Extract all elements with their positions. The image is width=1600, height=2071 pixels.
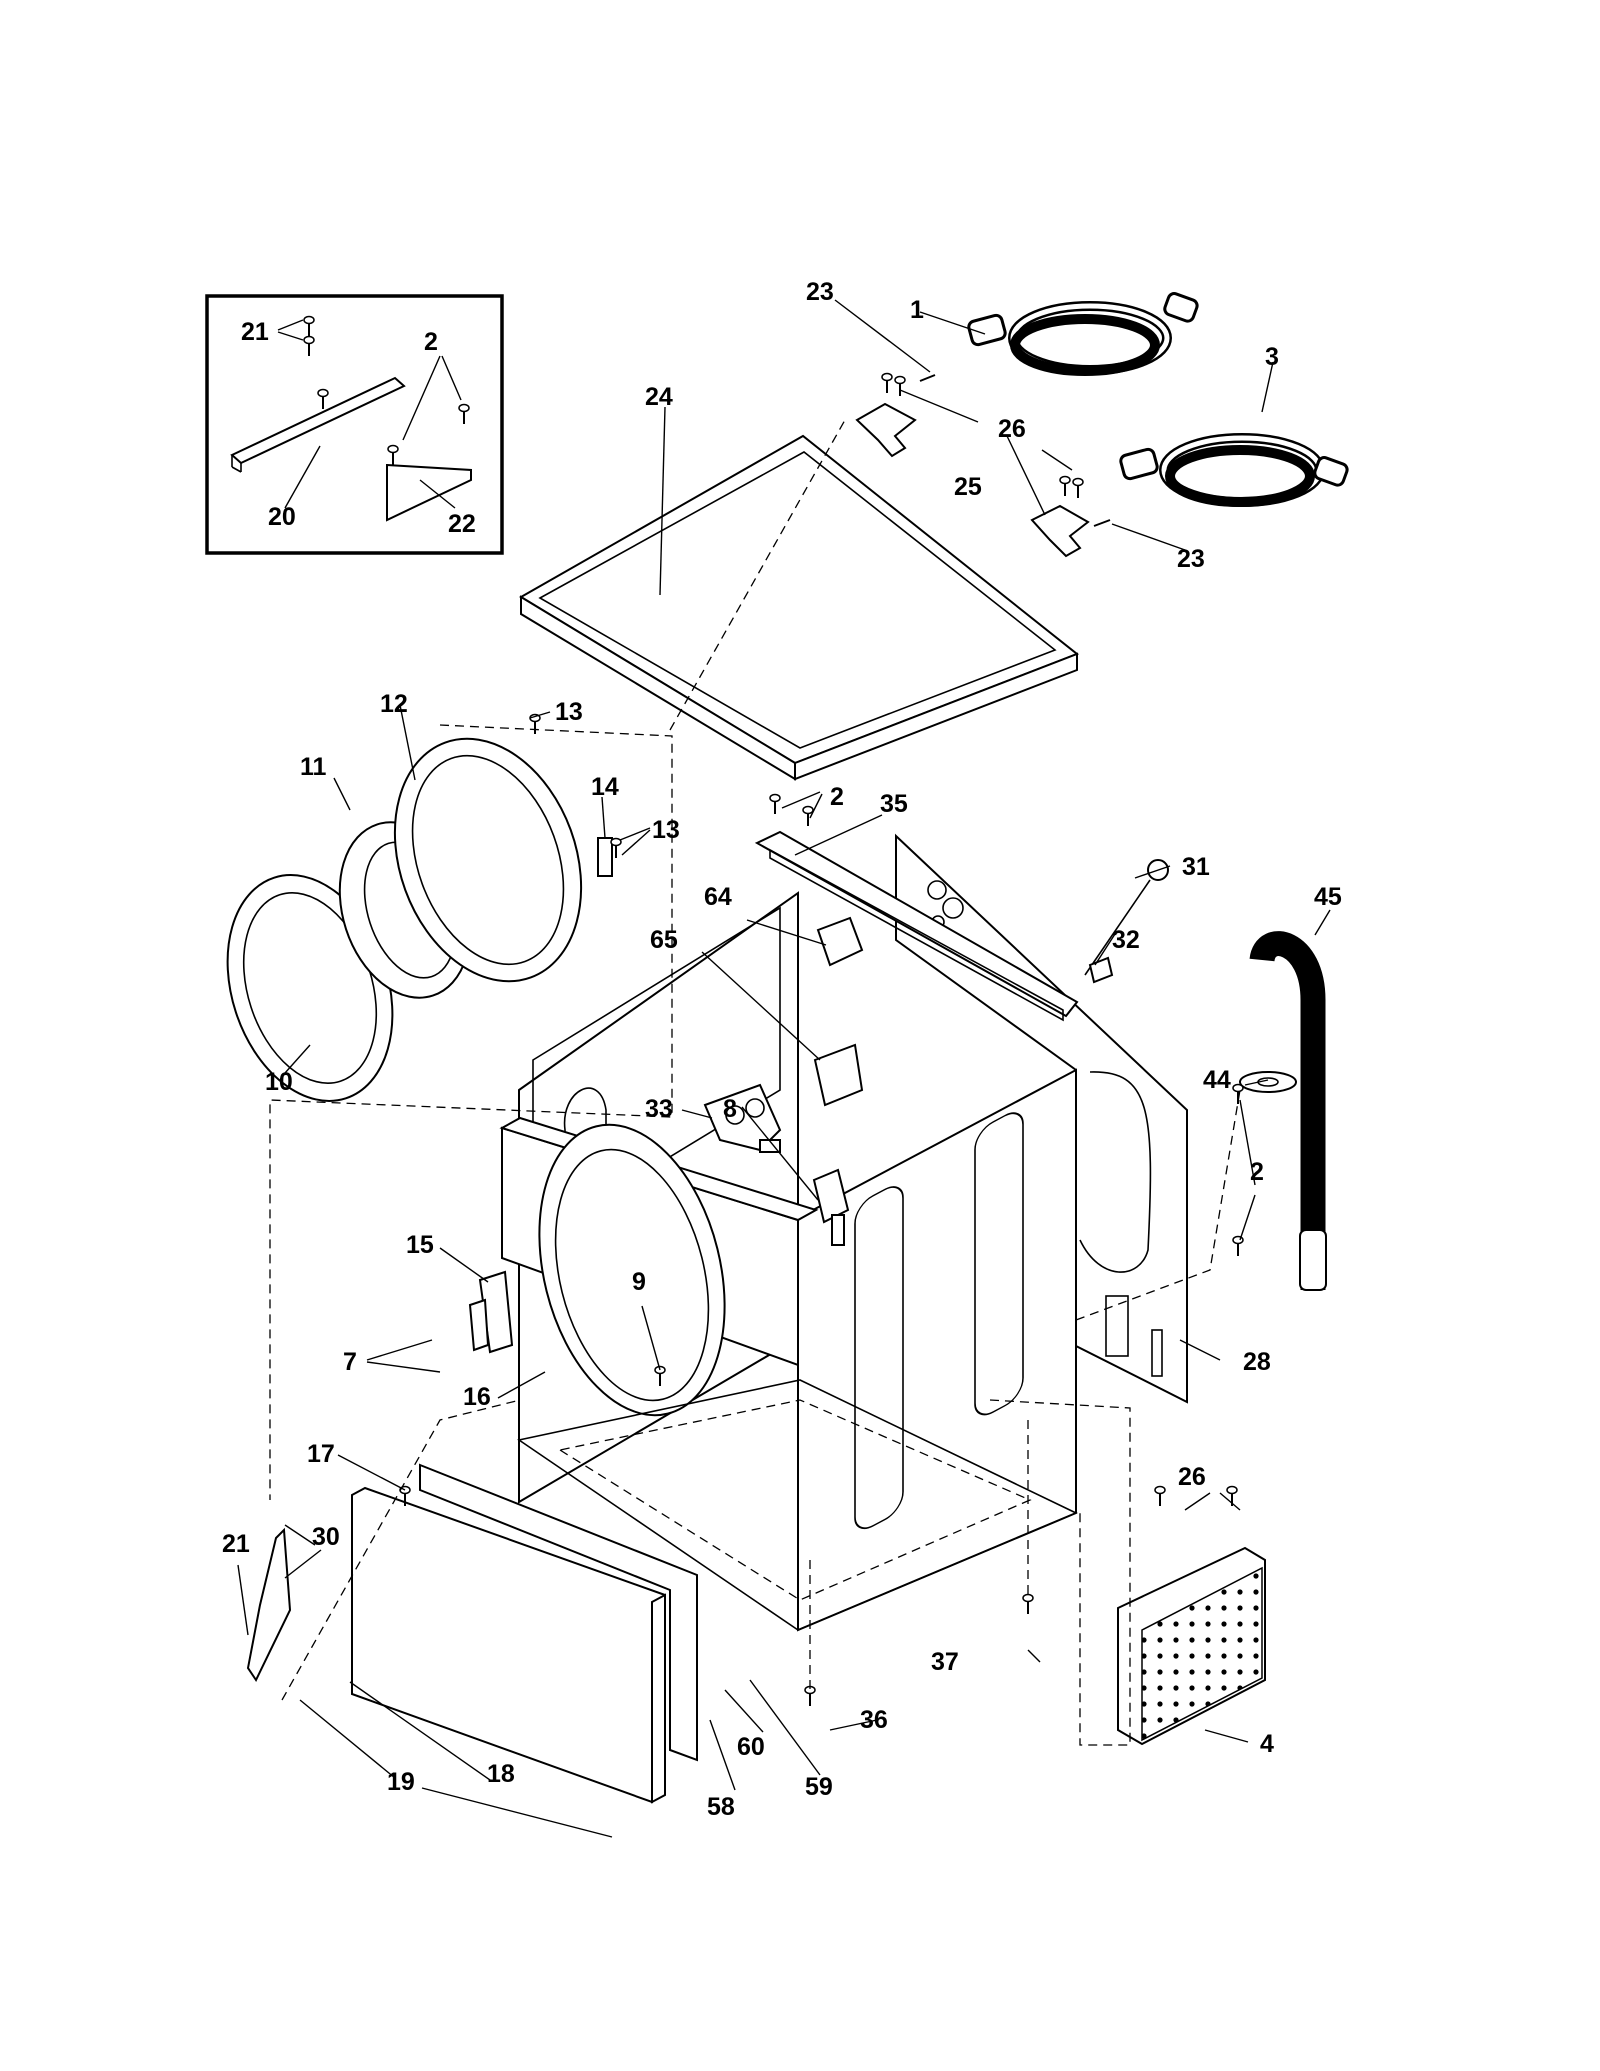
label-part-45: 45: [1314, 883, 1342, 911]
label-part-1: 1: [910, 296, 924, 324]
label-part-26: 26: [998, 415, 1026, 443]
label-part-36: 36: [860, 1706, 888, 1734]
label-part-30: 30: [312, 1523, 340, 1551]
inset-detail-box: [205, 294, 504, 555]
label-part-3: 3: [1265, 343, 1279, 371]
water-valve-33: [703, 1083, 782, 1153]
grommet-44: [1239, 1071, 1297, 1093]
inlet-hose-3: [1119, 433, 1349, 507]
switches: [812, 916, 864, 1246]
toe-kick-18: [351, 1486, 667, 1804]
label-part-13-b: 13: [652, 816, 680, 844]
label-part-4: 4: [1260, 1730, 1274, 1758]
label-part-37: 37: [931, 1648, 959, 1676]
dashed-guides: [269, 419, 1241, 1746]
label-part-8: 8: [723, 1095, 737, 1123]
part-labels: 1 2 2 2 3 4 7 8 9 10 11 12 13 13 14 15 1…: [222, 278, 1342, 1821]
top-panel-24: [519, 434, 1079, 781]
hinge-15: [468, 1270, 514, 1354]
label-part-23: 23: [806, 278, 834, 306]
power-cord-31: [1084, 859, 1169, 984]
label-part-60: 60: [737, 1733, 765, 1761]
label-part-19: 19: [387, 1768, 415, 1796]
label-part-7: 7: [343, 1348, 357, 1376]
label-part-26-b: 26: [1178, 1463, 1206, 1491]
label-part-15: 15: [406, 1231, 434, 1259]
label-part-2-frame: 2: [830, 783, 844, 811]
hinge-brackets-25: [855, 372, 1111, 558]
label-part-16: 16: [463, 1383, 491, 1411]
drain-hose-45: [1249, 931, 1327, 1291]
label-part-2-back: 2: [1250, 1158, 1264, 1186]
bracket-20: [230, 376, 406, 465]
bracket-30: [246, 1527, 292, 1683]
access-cover-4: [1117, 1546, 1266, 1746]
label-part-21: 21: [241, 318, 269, 346]
label-part-21-b: 21: [222, 1530, 250, 1558]
label-part-12: 12: [380, 690, 408, 718]
label-part-11: 11: [300, 753, 327, 781]
label-part-13: 13: [555, 698, 583, 726]
inlet-hose-1: [967, 292, 1199, 376]
label-part-35: 35: [880, 790, 908, 818]
label-part-31: 31: [1182, 853, 1210, 881]
frame-rail-35: [754, 830, 1079, 1018]
label-part-44: 44: [1203, 1066, 1231, 1094]
label-part-22: 22: [448, 510, 476, 538]
label-part-10: 10: [265, 1068, 293, 1096]
label-part-2: 2: [424, 328, 438, 356]
cabinet: [499, 830, 1188, 1632]
label-part-59: 59: [805, 1773, 833, 1801]
door-assembly: [226, 737, 613, 1102]
bracket-22: [386, 463, 472, 522]
label-part-28: 28: [1243, 1348, 1271, 1376]
label-part-32: 32: [1112, 926, 1140, 954]
label-part-58: 58: [707, 1793, 735, 1821]
label-part-23-b: 23: [1177, 545, 1205, 573]
label-part-9: 9: [632, 1268, 646, 1296]
label-part-24: 24: [645, 383, 673, 411]
label-part-20: 20: [268, 503, 296, 531]
leader-lines: [237, 299, 1331, 1838]
panel-58: [419, 1463, 698, 1762]
label-part-33: 33: [645, 1095, 673, 1123]
label-part-14: 14: [591, 773, 619, 801]
label-part-64: 64: [704, 883, 732, 911]
label-part-25: 25: [954, 473, 982, 501]
label-part-18: 18: [487, 1760, 515, 1788]
label-part-17: 17: [307, 1440, 335, 1468]
label-part-65: 65: [650, 926, 678, 954]
